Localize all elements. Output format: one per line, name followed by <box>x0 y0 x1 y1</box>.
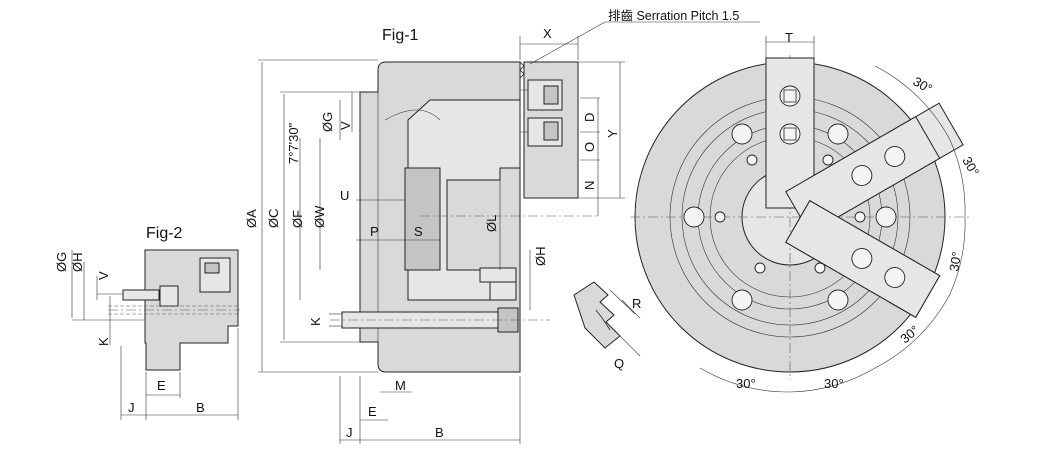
fig1-n-label: N <box>582 181 597 190</box>
fig1-u-label: U <box>340 188 349 203</box>
fig2-dia-g-label: ØG <box>54 252 69 272</box>
fig2-e-label: E <box>157 378 166 393</box>
fig1-dia-c-label: ØC <box>266 209 281 229</box>
fig1-d-label: D <box>582 113 597 122</box>
fig1-e-label: E <box>368 404 377 419</box>
serration-note: 排齒 Serration Pitch 1.5 <box>608 9 739 23</box>
fig1-dia-f-label: ØF <box>290 210 305 228</box>
fig1-o-label: O <box>582 142 597 152</box>
chuck-front-view: T 30° 30° 30° 30° 30° 30° <box>630 30 982 393</box>
fig1-dia-l-label: ØL <box>484 215 499 232</box>
front-angle-2: 30° <box>959 154 982 179</box>
fig2-section-view: Fig-2 ØG ØH V K E J B <box>54 225 240 420</box>
front-angle-6: 30° <box>824 376 844 391</box>
front-angle-5: 30° <box>736 376 756 391</box>
fig1-k-label: K <box>308 317 323 326</box>
fig2-j-label: J <box>128 400 135 415</box>
jaw-q-label: Q <box>614 356 624 371</box>
fig1-dia-g-label: ØG <box>320 112 335 132</box>
fig2-v-label: V <box>96 271 111 280</box>
fig1-p-label: P <box>370 224 379 239</box>
fig2-dia-h-label: ØH <box>70 253 85 273</box>
fig1-m-label: M <box>395 378 406 393</box>
fig2-title: Fig-2 <box>146 225 183 242</box>
fig1-j-label: J <box>346 425 353 440</box>
fig1-angle-label: 7°7'30" <box>286 122 301 164</box>
fig2-b-label: B <box>196 400 205 415</box>
fig1-y-label: Y <box>605 129 620 138</box>
fig1-dia-h-label: ØH <box>533 247 548 267</box>
fig2-k-label: K <box>96 337 111 346</box>
fig1-title: Fig-1 <box>382 27 419 44</box>
front-angle-3: 30° <box>946 251 964 273</box>
front-t-label: T <box>785 30 793 45</box>
fig1-v-label: V <box>338 121 353 130</box>
fig1-dia-w-label: ØW <box>312 205 327 228</box>
fig1-section-view: Fig-1 <box>244 9 760 444</box>
fig1-s-label: S <box>414 224 423 239</box>
fig1-b-label: B <box>435 425 444 440</box>
fig1-dia-a-label: ØA <box>244 209 259 228</box>
fig1-x-label: X <box>543 26 552 41</box>
jaw-detail-view: R Q <box>573 281 641 371</box>
jaw-r-label: R <box>632 296 641 311</box>
